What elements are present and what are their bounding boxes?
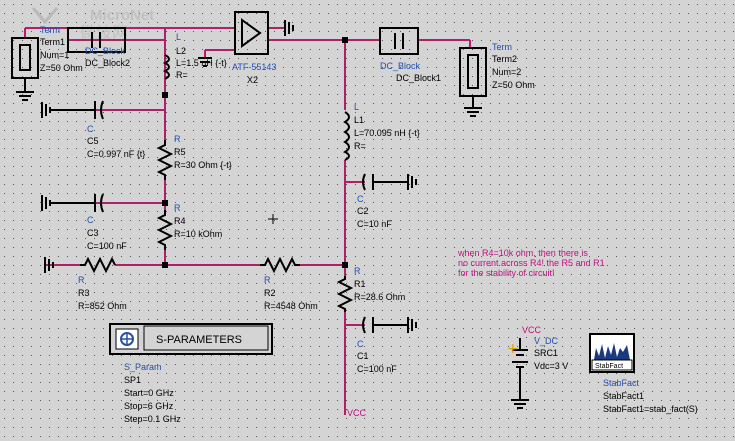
r1-value-label: R=28.6 Ohm xyxy=(354,292,405,302)
stabfact-waveform-icon xyxy=(594,343,630,360)
dc-block2[interactable] xyxy=(67,27,126,53)
crosshair-cursor-icon xyxy=(268,214,278,224)
dc-block2-type-label: DC_Block xyxy=(85,46,126,56)
c5-name-label: C5 xyxy=(87,136,99,146)
term1-name-label: Term1 xyxy=(40,37,65,47)
r3-name-label: R3 xyxy=(78,288,90,298)
c1-type-label: C xyxy=(357,339,364,349)
c3-type-label: C xyxy=(87,215,94,225)
sparam-type-label: S_Param xyxy=(124,362,162,372)
dc-block1-type-label: DC_Block xyxy=(380,61,421,71)
l2-type-label: L xyxy=(176,32,181,42)
resistor-r4[interactable] xyxy=(156,210,174,250)
term1-z-label: Z=50 Ohm xyxy=(40,63,83,73)
resistor-r1[interactable] xyxy=(336,262,354,312)
r5-name-label: R5 xyxy=(174,147,186,157)
c2-name-label: C2 xyxy=(357,206,369,216)
note-line-2: no current across R4! the R5 and R1 xyxy=(458,258,605,268)
r2-name-label: R2 xyxy=(264,288,276,298)
r4-type-label: R xyxy=(174,203,181,213)
r4-value-label: R=10 kOhm xyxy=(174,229,222,239)
vdc-name-label: SRC1 xyxy=(534,348,558,358)
term2-z-label: Z=50 Ohm xyxy=(492,80,535,90)
capacitor-c2[interactable] xyxy=(362,173,417,191)
s-parameters-title: S-PARAMETERS xyxy=(156,334,242,346)
vdc-source-src1[interactable]: + xyxy=(507,338,529,409)
stabfact-icon-label: StabFact xyxy=(595,363,623,370)
x2-name-label: X2 xyxy=(247,75,258,85)
vcc-net-label-bottom: VCC xyxy=(347,408,367,418)
l1-r-label: R= xyxy=(354,141,366,151)
sparam-stop-label: Stop=6 GHz xyxy=(124,401,174,411)
s-parameters-block[interactable]: S-PARAMETERS xyxy=(109,323,273,355)
term2-num-label: Num=2 xyxy=(492,67,521,77)
note-line-3: for the stability of circuit! xyxy=(458,268,555,278)
c2-type-label: C xyxy=(357,194,364,204)
sparam-start-label: Start=0 GHz xyxy=(124,388,174,398)
dc-block2-name-label: DC_Block2 xyxy=(85,58,130,68)
x2-type-label: ATF-55143 xyxy=(232,62,276,72)
c1-value-label: C=100 nF xyxy=(357,364,397,374)
l1-name-label: L1 xyxy=(354,115,364,125)
r2-value-label: R=4548 Ohm xyxy=(264,301,318,311)
term1-num-label: Num=1 xyxy=(40,50,69,60)
capacitor-c3[interactable] xyxy=(41,193,168,213)
l1-value-label: L=70.095 nH {-t} xyxy=(354,128,420,138)
term2-name-label: Term2 xyxy=(492,54,517,64)
capacitor-c5[interactable] xyxy=(41,100,104,120)
c3-value-label: C=100 nF xyxy=(87,241,127,251)
r1-name-label: R1 xyxy=(354,279,366,289)
capacitor-c1[interactable] xyxy=(362,316,417,334)
inductor-l2[interactable] xyxy=(162,54,170,80)
c2-value-label: C=10 nF xyxy=(357,219,392,229)
sparam-step-label: Step=0.1 GHz xyxy=(124,414,181,424)
l1-type-label: L xyxy=(354,102,359,112)
r1-type-label: R xyxy=(354,266,361,276)
stabfact-expr-label: StabFact1=stab_fact(S) xyxy=(603,404,698,414)
r3-value-label: R=852 Ohm xyxy=(78,301,127,311)
inductor-l1[interactable] xyxy=(342,37,350,161)
stabfact-name-label: StabFact1 xyxy=(603,391,644,401)
svg-text:MicroNet: MicroNet xyxy=(90,7,154,24)
l2-name-label: L2 xyxy=(176,46,186,56)
resistor-r2[interactable] xyxy=(260,256,300,274)
r5-type-label: R xyxy=(174,134,181,144)
stabfact-block[interactable]: StabFact xyxy=(589,333,635,373)
stabfact-type-label: StabFact xyxy=(603,378,640,388)
sparam-name-label: SP1 xyxy=(124,375,141,385)
r3-type-label: R xyxy=(78,275,85,285)
term1-port[interactable] xyxy=(11,37,39,101)
resistor-r5[interactable] xyxy=(156,92,174,180)
r5-value-label: R=30 Ohm {-t} xyxy=(174,160,232,170)
vdc-net-label: VCC xyxy=(522,325,542,335)
transistor-x2[interactable] xyxy=(198,11,294,67)
term1-type-label: Term xyxy=(40,25,60,35)
vdc-type-label: V_DC xyxy=(534,336,559,346)
c1-name-label: C1 xyxy=(357,351,369,361)
vdc-plus-icon: + xyxy=(507,341,519,357)
dc-block1[interactable] xyxy=(379,27,419,55)
dc-block1-name-label: DC_Block1 xyxy=(396,73,441,83)
note-line-1: when R4=10k ohm, then there is xyxy=(457,248,588,258)
r2-type-label: R xyxy=(264,275,271,285)
term2-port[interactable] xyxy=(459,47,487,117)
r4-name-label: R4 xyxy=(174,216,186,226)
l2-r-label: R= xyxy=(176,70,188,80)
c3-name-label: C3 xyxy=(87,228,99,238)
c5-value-label: C=0.997 nF {t} xyxy=(87,149,145,159)
term2-type-label: Term xyxy=(492,42,512,52)
resistor-r3[interactable] xyxy=(44,256,168,274)
c5-type-label: C xyxy=(87,124,94,134)
vdc-value-label: Vdc=3 V xyxy=(534,361,568,371)
